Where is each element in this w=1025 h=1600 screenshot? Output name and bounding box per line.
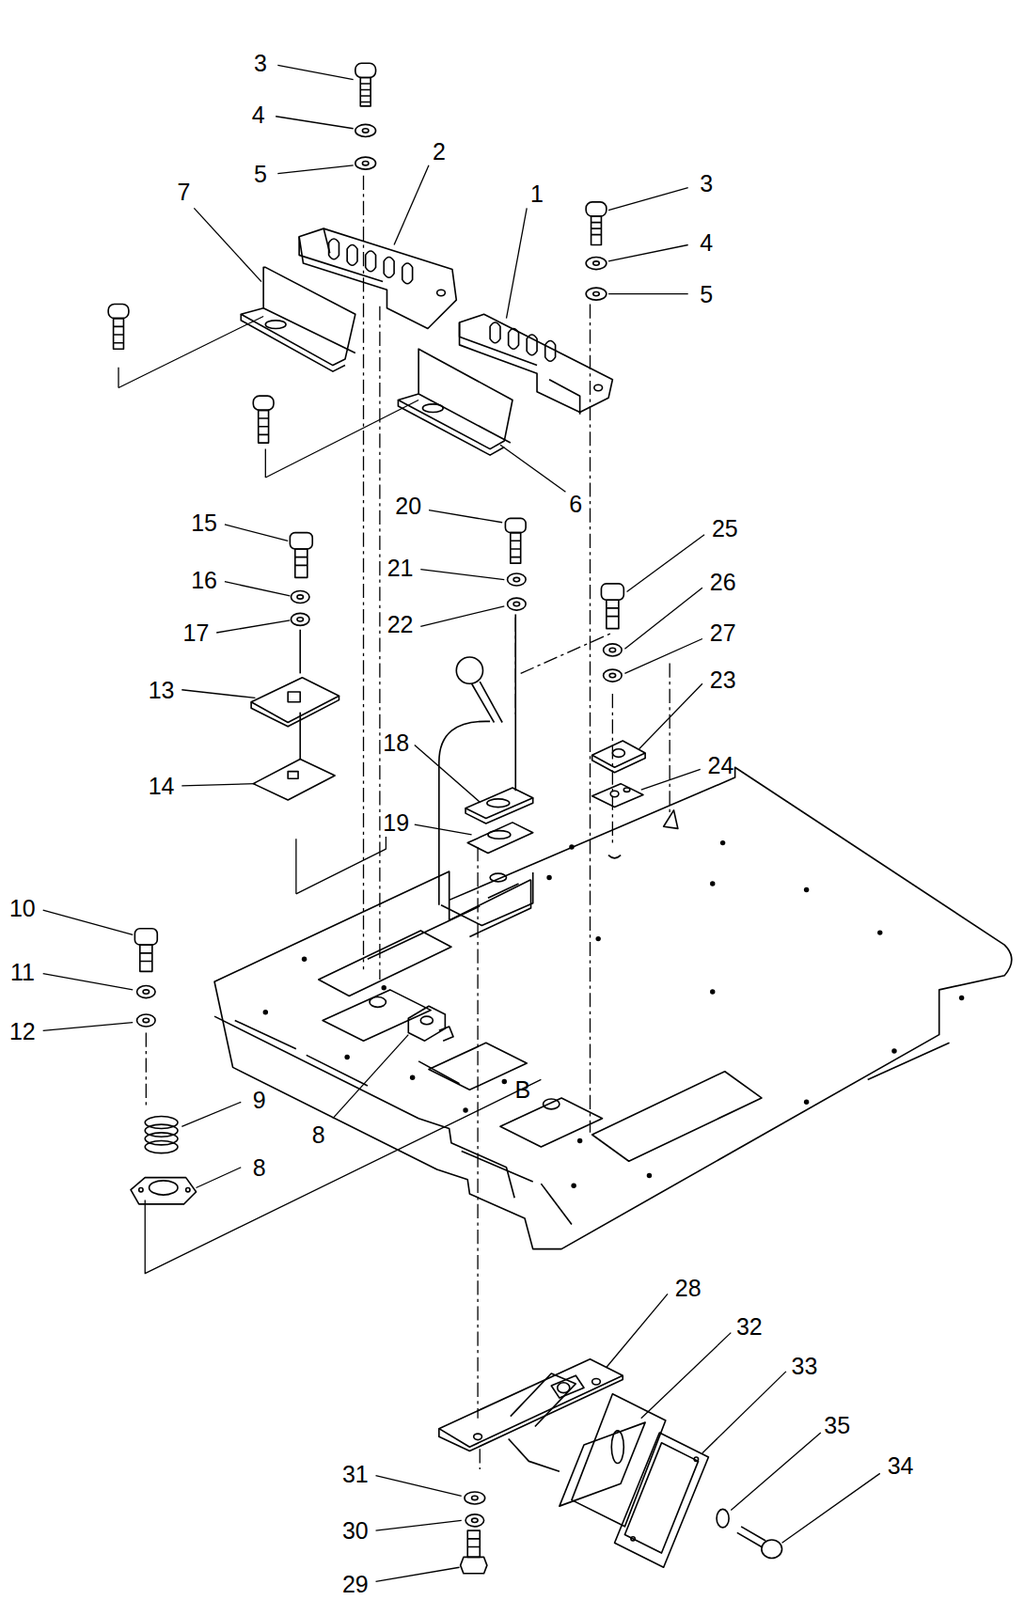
callout-number: 7 bbox=[176, 180, 190, 205]
callout-number: 32 bbox=[736, 1315, 763, 1340]
callout-number: 14 bbox=[148, 773, 175, 798]
callout-number: 34 bbox=[887, 1454, 915, 1479]
callout-number: 26 bbox=[709, 569, 737, 594]
callout-number: 18 bbox=[382, 731, 410, 756]
callout-number: 15 bbox=[190, 510, 218, 535]
callout-number: 22 bbox=[387, 613, 414, 637]
callout-number: 13 bbox=[148, 678, 175, 702]
callout-number: 23 bbox=[709, 668, 737, 693]
center-lines bbox=[145, 175, 670, 1470]
brackets bbox=[118, 228, 613, 478]
callout-number: 30 bbox=[342, 1519, 369, 1544]
callout-number: 21 bbox=[387, 555, 414, 580]
callout-number: 4 bbox=[252, 102, 266, 127]
callout-number: 29 bbox=[342, 1572, 369, 1596]
callout-number: 5 bbox=[699, 282, 713, 306]
callout-number: 6 bbox=[568, 492, 583, 517]
callout-number: 17 bbox=[183, 621, 210, 646]
callout-number: B bbox=[515, 1078, 532, 1103]
callout-number: 9 bbox=[252, 1088, 267, 1113]
callout-number: 27 bbox=[709, 621, 737, 646]
callout-number: 3 bbox=[253, 51, 268, 76]
callout-number: 8 bbox=[312, 1123, 326, 1148]
spring-mount bbox=[130, 1079, 541, 1274]
callout-number: 8 bbox=[252, 1155, 267, 1180]
plates bbox=[251, 614, 679, 926]
callout-number: 5 bbox=[253, 161, 268, 186]
callout-number: 33 bbox=[791, 1354, 819, 1378]
callout-number: 16 bbox=[190, 567, 218, 592]
callout-number: 1 bbox=[530, 182, 544, 206]
callout-number: 31 bbox=[342, 1462, 369, 1486]
callout-number: 25 bbox=[711, 517, 739, 541]
floor-plate bbox=[214, 767, 1012, 1249]
callout-number: 10 bbox=[9, 897, 36, 921]
callout-number: 12 bbox=[9, 1019, 36, 1043]
callout-number: 4 bbox=[699, 231, 713, 255]
callout-number: 20 bbox=[394, 494, 422, 519]
callout-number: 11 bbox=[10, 960, 35, 984]
lower-bracket bbox=[439, 1359, 710, 1568]
callout-number: 19 bbox=[382, 811, 410, 836]
callout-number: 2 bbox=[432, 139, 446, 163]
callout-number: 3 bbox=[699, 172, 713, 196]
leader-lines bbox=[43, 64, 881, 1582]
bolts-washers bbox=[108, 63, 782, 1574]
callout-number: 35 bbox=[823, 1413, 851, 1437]
callout-number: 28 bbox=[675, 1277, 702, 1301]
callout-number: 24 bbox=[708, 754, 735, 778]
